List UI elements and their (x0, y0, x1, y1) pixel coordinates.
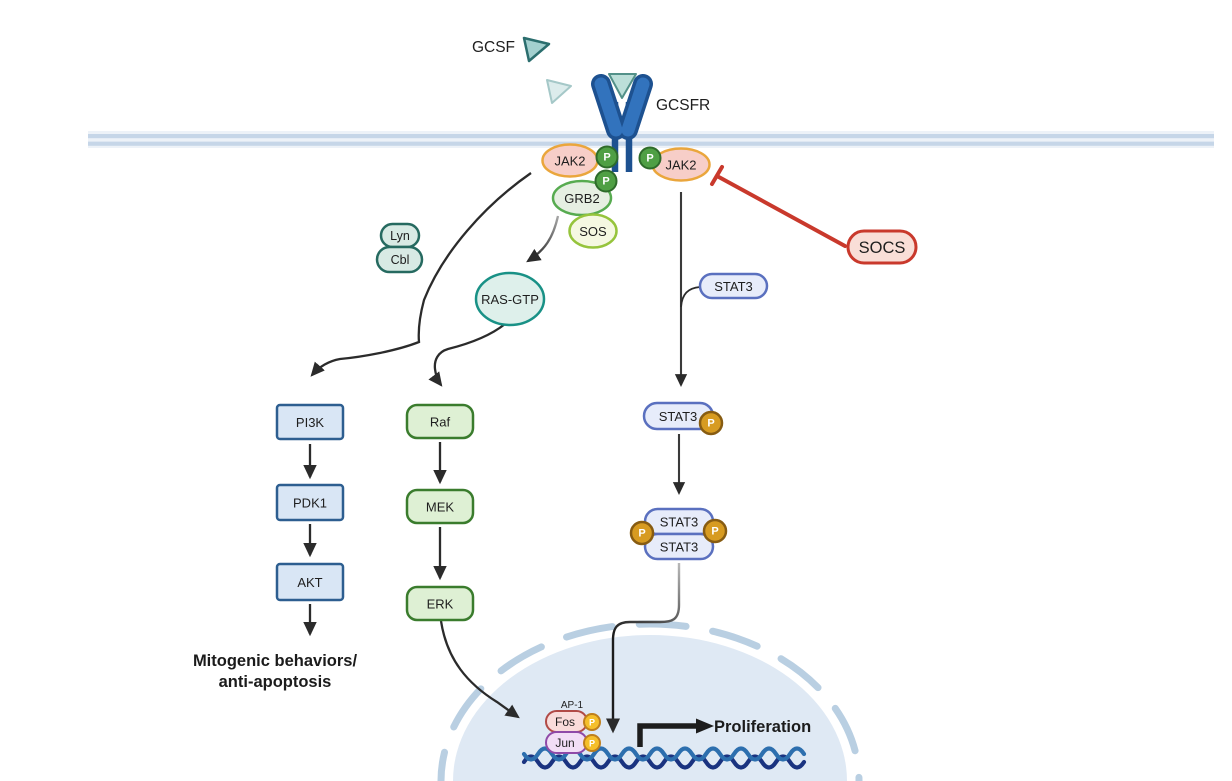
arrow-sos-to-ras (526, 215, 560, 263)
stat3-dimer-bottom-label: STAT3 (660, 540, 699, 555)
phosphate-label: P (711, 526, 718, 538)
stat3-recruitment-curve (680, 286, 701, 308)
transcription-arrow (637, 718, 714, 747)
stat3-pathway: STAT3 STAT3 P STAT3 STAT3 P P (629, 272, 769, 561)
raf-label: Raf (430, 415, 451, 430)
jun-label: Jun (555, 736, 574, 750)
mek-node (405, 488, 475, 525)
arrow-jak2-to-pi3k (310, 172, 532, 377)
arrow-dimer-to-dna (605, 563, 681, 734)
jak2-right-label: JAK2 (665, 158, 696, 173)
nuclear-envelope (437, 620, 863, 781)
nucleus-region: Proliferation AP-1 Fos P Jun P (437, 620, 863, 781)
sos-label: SOS (579, 224, 607, 239)
erk-label: ERK (427, 597, 454, 612)
sos-node (568, 213, 618, 249)
socs-inhibition-tbar (710, 165, 724, 186)
dimer-phosphate-right (702, 518, 728, 544)
ap1-label: AP-1 (561, 700, 584, 711)
mapk-cascade: Raf MEK ERK (405, 403, 475, 622)
dimer-phosphate-left (629, 520, 655, 546)
connectors (303, 172, 701, 734)
stat3-phosphate-badge (698, 410, 724, 436)
fos-phosphate-label: P (589, 718, 595, 728)
phosphate-label: P (646, 153, 653, 165)
erk-node (405, 585, 475, 622)
bound-ligand-triangle (608, 73, 637, 99)
socs-label: SOCS (859, 239, 906, 257)
phosphate-label: P (602, 176, 609, 188)
cbl-label: Cbl (391, 253, 410, 267)
grb2-node (551, 179, 613, 217)
phosphate-label: P (603, 152, 610, 164)
gcsfr-receptor (591, 73, 653, 172)
mitogenic-outcome-line2: anti-apoptosis (219, 673, 332, 691)
extracellular-region: GCSF GCSFR (472, 36, 710, 172)
pdk1-node (275, 483, 345, 522)
proliferation-label: Proliferation (714, 718, 811, 736)
akt-node (275, 562, 345, 602)
ras-gtp-node (474, 271, 546, 327)
phosphate-badge-left-top (595, 145, 619, 169)
akt-label: AKT (297, 575, 322, 590)
arrow-erk-to-ap1 (439, 620, 520, 719)
stat3-dimer-bottom (643, 532, 715, 561)
stat3-dimer-top-label: STAT3 (660, 515, 699, 530)
ap1-complex: AP-1 Fos P Jun P (545, 700, 601, 754)
lyn-cbl-complex: Lyn Cbl (375, 222, 424, 274)
phosphate-badge-left-bottom (594, 169, 618, 193)
gcsf-ligand-triangle (522, 36, 551, 63)
raf-node (405, 403, 475, 440)
fos-label: Fos (555, 715, 575, 729)
cell-membrane (88, 131, 1214, 148)
gcsfr-label: GCSFR (656, 97, 710, 114)
socs-complex: SOCS (710, 165, 918, 265)
fos-phosphate-badge (583, 713, 601, 731)
jak2-left-label: JAK2 (554, 154, 585, 169)
pi3k-cascade: PI3K PDK1 AKT Mitogenic behaviors/ anti-… (193, 403, 358, 691)
socs-node (846, 229, 918, 265)
pdk1-label: PDK1 (293, 496, 327, 511)
ras-gtp-label: RAS-GTP (481, 292, 539, 307)
gcsf-label: GCSF (472, 39, 515, 56)
stat3-phospho-label: STAT3 (659, 409, 698, 424)
grb2-label: GRB2 (564, 191, 599, 206)
stat3-label: STAT3 (714, 279, 753, 294)
socs-inhibition-line (715, 174, 847, 248)
jun-phosphate-label: P (589, 739, 595, 749)
membrane-complex: JAK2 JAK2 GRB2 SOS P P P (541, 143, 711, 249)
mitogenic-outcome-line1: Mitogenic behaviors/ (193, 652, 358, 670)
gcsf-ligand-triangle-faded (546, 79, 572, 104)
phosphate-badge-right (638, 146, 662, 170)
pi3k-label: PI3K (296, 415, 325, 430)
jun-phosphate-badge (583, 734, 601, 752)
lyn-label: Lyn (390, 229, 410, 243)
ras-gtp-complex: RAS-GTP (474, 271, 546, 327)
cbl-node (375, 245, 424, 274)
arrow-ras-to-raf (428, 323, 506, 387)
stat3-node (698, 272, 769, 300)
stat3-dimer: STAT3 STAT3 P P (629, 507, 728, 561)
phosphate-label: P (707, 418, 714, 430)
phosphate-label: P (638, 528, 645, 540)
mek-label: MEK (426, 500, 455, 515)
pi3k-node (275, 403, 345, 441)
